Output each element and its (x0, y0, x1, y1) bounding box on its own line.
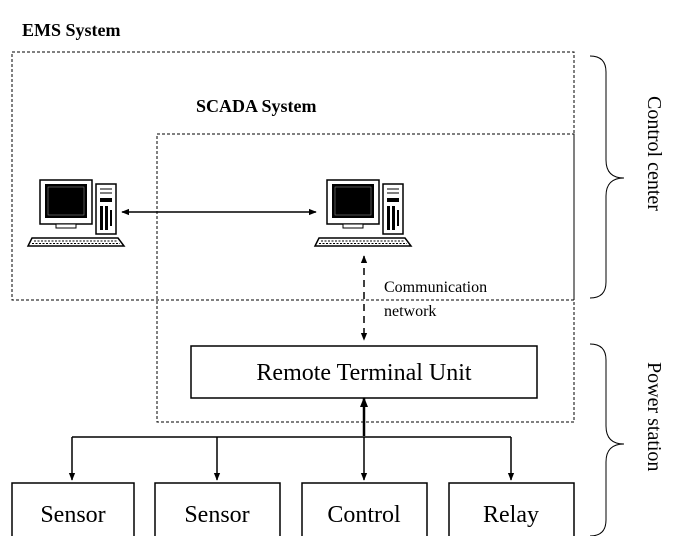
communication-label: Communication (384, 279, 487, 296)
device-label: Sensor (184, 502, 249, 528)
control-center-label: Control center (643, 96, 665, 211)
power-station-brace (589, 343, 625, 536)
device-label: Control (327, 502, 401, 528)
rtu-label: Remote Terminal Unit (256, 360, 472, 386)
device-relay: Relay (448, 482, 575, 536)
desktop-computer-icon (314, 179, 412, 247)
ems-system-boundary (11, 51, 575, 301)
scada-system-label: SCADA System (196, 96, 317, 116)
control-center-brace (589, 55, 625, 299)
device-label: Sensor (40, 502, 105, 528)
power-station-label: Power station (643, 362, 665, 471)
device-sensor-1: Sensor (11, 482, 135, 536)
desktop-computer-icon (27, 179, 125, 247)
network-label: network (384, 303, 436, 320)
device-sensor-2: Sensor (154, 482, 281, 536)
device-control: Control (301, 482, 428, 536)
rtu-box (190, 345, 538, 399)
device-label: Relay (483, 502, 539, 528)
scada-system-boundary (156, 133, 575, 423)
ems-system-label: EMS System (22, 20, 121, 40)
